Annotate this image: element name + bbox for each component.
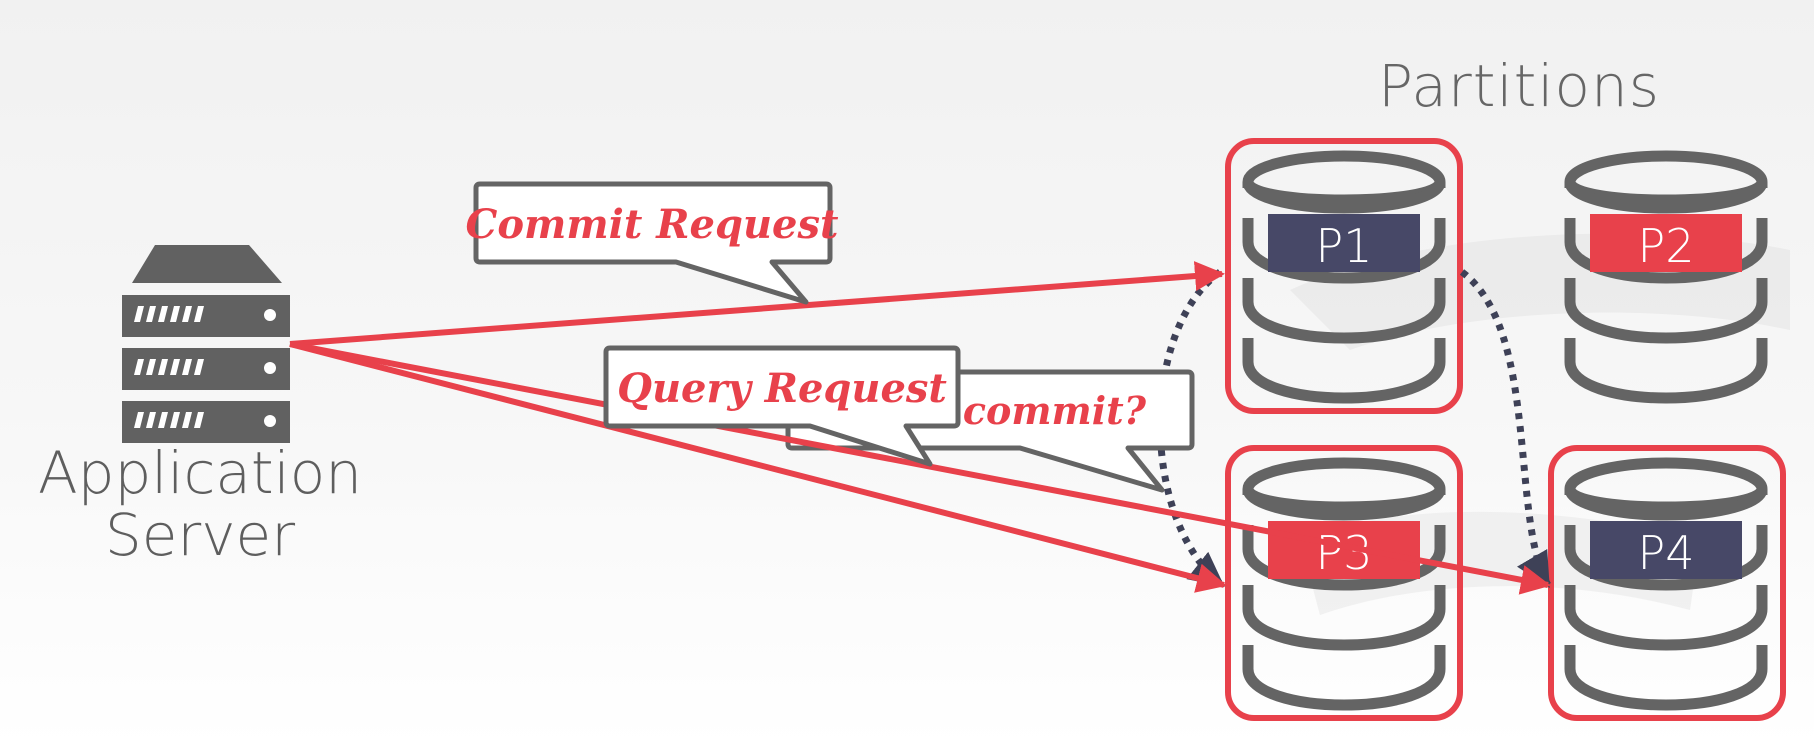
database-p1-icon bbox=[1242, 150, 1446, 404]
p4-highlight-box bbox=[1548, 445, 1786, 721]
partitions-title: Partitions bbox=[1378, 52, 1660, 120]
partition-p2-label: P2 bbox=[1637, 219, 1694, 273]
server-label-line2: Server bbox=[104, 501, 296, 569]
callout-commit-request: Commit Request bbox=[466, 181, 839, 305]
partition-p3-label: P3 bbox=[1315, 526, 1372, 580]
request-arrow-to-p3 bbox=[289, 341, 1227, 593]
p3-highlight-box bbox=[1225, 445, 1463, 721]
callout-query-request: Query Request bbox=[603, 345, 961, 467]
callout-hidden-text: o commit? bbox=[924, 388, 1146, 433]
p1-highlight-box bbox=[1225, 138, 1463, 414]
partition-p1-label: P1 bbox=[1315, 219, 1372, 273]
commit-request-arrow bbox=[289, 261, 1225, 347]
database-p2-icon bbox=[1564, 150, 1768, 404]
query-request-arrow bbox=[289, 341, 1551, 595]
partition-p3: P3 bbox=[1268, 521, 1420, 580]
database-p4-icon bbox=[1564, 457, 1768, 711]
callout-commit-request-text: Commit Request bbox=[466, 201, 839, 248]
partition-p1: P1 bbox=[1268, 214, 1420, 273]
partition-p2: P2 bbox=[1590, 214, 1742, 273]
server-icon bbox=[122, 245, 290, 443]
server-label-line1: Application bbox=[37, 439, 363, 507]
partition-p4-label: P4 bbox=[1637, 526, 1694, 580]
callout-query-request-text: Query Request bbox=[617, 365, 947, 412]
server-label: Application Server bbox=[30, 442, 370, 566]
partition-p4: P4 bbox=[1590, 521, 1742, 580]
dotted-arrow-p1-to-p4 bbox=[1459, 269, 1552, 589]
